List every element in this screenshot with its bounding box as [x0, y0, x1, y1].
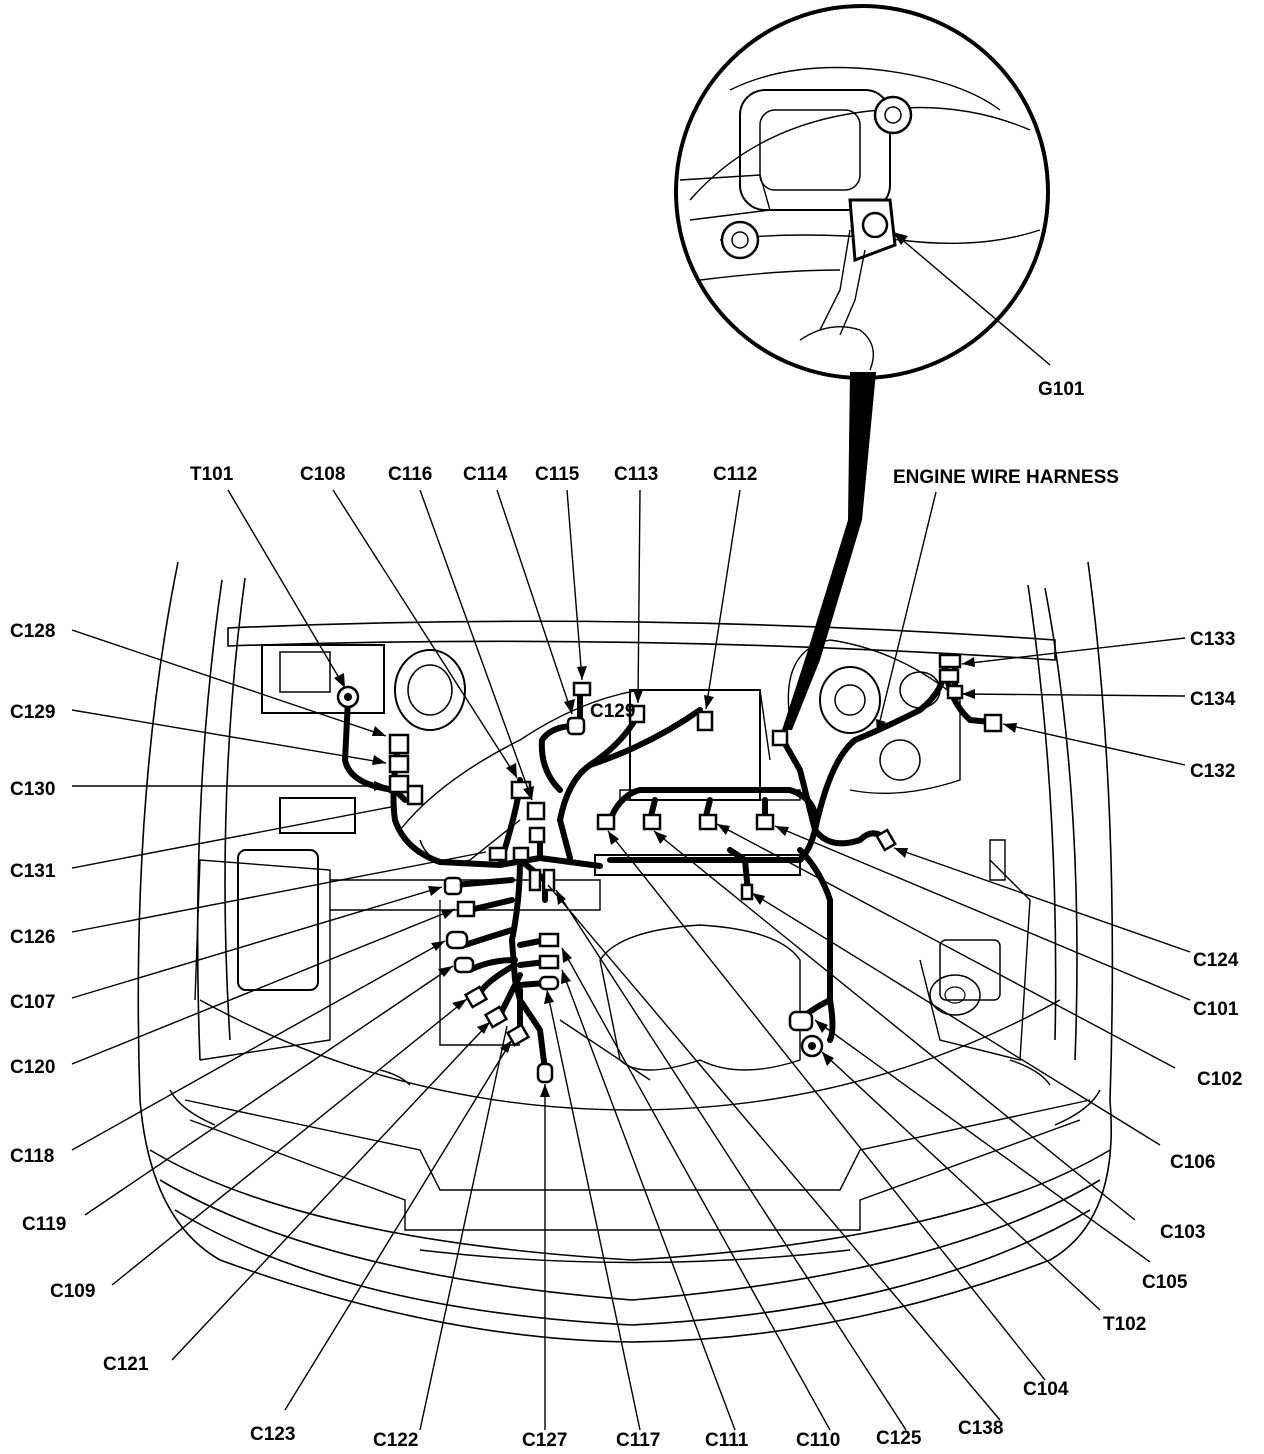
label-c134: C134 [1190, 689, 1236, 710]
label-c132: C132 [1190, 761, 1235, 782]
label-c112: C112 [713, 464, 757, 485]
label-c138: C138 [958, 1418, 1003, 1439]
label-c129: C129 [10, 702, 55, 723]
label-c108: C108 [300, 464, 345, 485]
label-t102: T102 [1103, 1314, 1146, 1335]
wire-harness [342, 657, 993, 1073]
label-c118: C118 [10, 1146, 54, 1167]
label-c131: C131 [10, 861, 56, 882]
label-c109: C109 [50, 1281, 95, 1302]
label-c123: C123 [250, 1424, 295, 1445]
harness-title: ENGINE WIRE HARNESS [893, 467, 1119, 488]
label-c128: C128 [10, 621, 55, 642]
label-c103: C103 [1160, 1222, 1205, 1243]
detail-circle [674, 4, 1050, 380]
label-c122: C122 [373, 1430, 418, 1451]
label-c121: C121 [103, 1354, 149, 1375]
label-c105: C105 [1142, 1272, 1188, 1293]
label-c127: C127 [522, 1430, 567, 1451]
label-c102: C102 [1197, 1069, 1242, 1090]
label-c114: C114 [463, 464, 508, 485]
leader-lines [71, 231, 1191, 1431]
ground-cable [782, 372, 876, 730]
callout-labels: T101 C108 C116 C114 C115 C113 C112 C128 … [10, 464, 1242, 1451]
vehicle-outline [137, 561, 1114, 1343]
label-c133: C133 [1190, 629, 1235, 650]
label-c119: C119 [22, 1214, 66, 1235]
label-c125: C125 [876, 1428, 922, 1449]
inline-label-c129: C129 [590, 701, 635, 722]
label-c106: C106 [1170, 1152, 1215, 1173]
label-c111: C111 [705, 1430, 749, 1451]
label-c120: C120 [10, 1057, 55, 1078]
ground-label-g101: G101 [1038, 379, 1085, 400]
label-c124: C124 [1193, 950, 1239, 971]
label-c117: C117 [616, 1430, 660, 1451]
label-c110: C110 [796, 1430, 840, 1451]
connectors [336, 653, 1003, 1084]
label-c130: C130 [10, 779, 55, 800]
label-c126: C126 [10, 927, 55, 948]
label-t101: T101 [190, 464, 234, 485]
label-c113: C113 [614, 464, 658, 485]
label-c104: C104 [1023, 1379, 1069, 1400]
label-c115: C115 [535, 464, 580, 485]
label-c101: C101 [1193, 999, 1239, 1020]
label-c107: C107 [10, 992, 55, 1013]
label-c116: C116 [388, 464, 432, 485]
